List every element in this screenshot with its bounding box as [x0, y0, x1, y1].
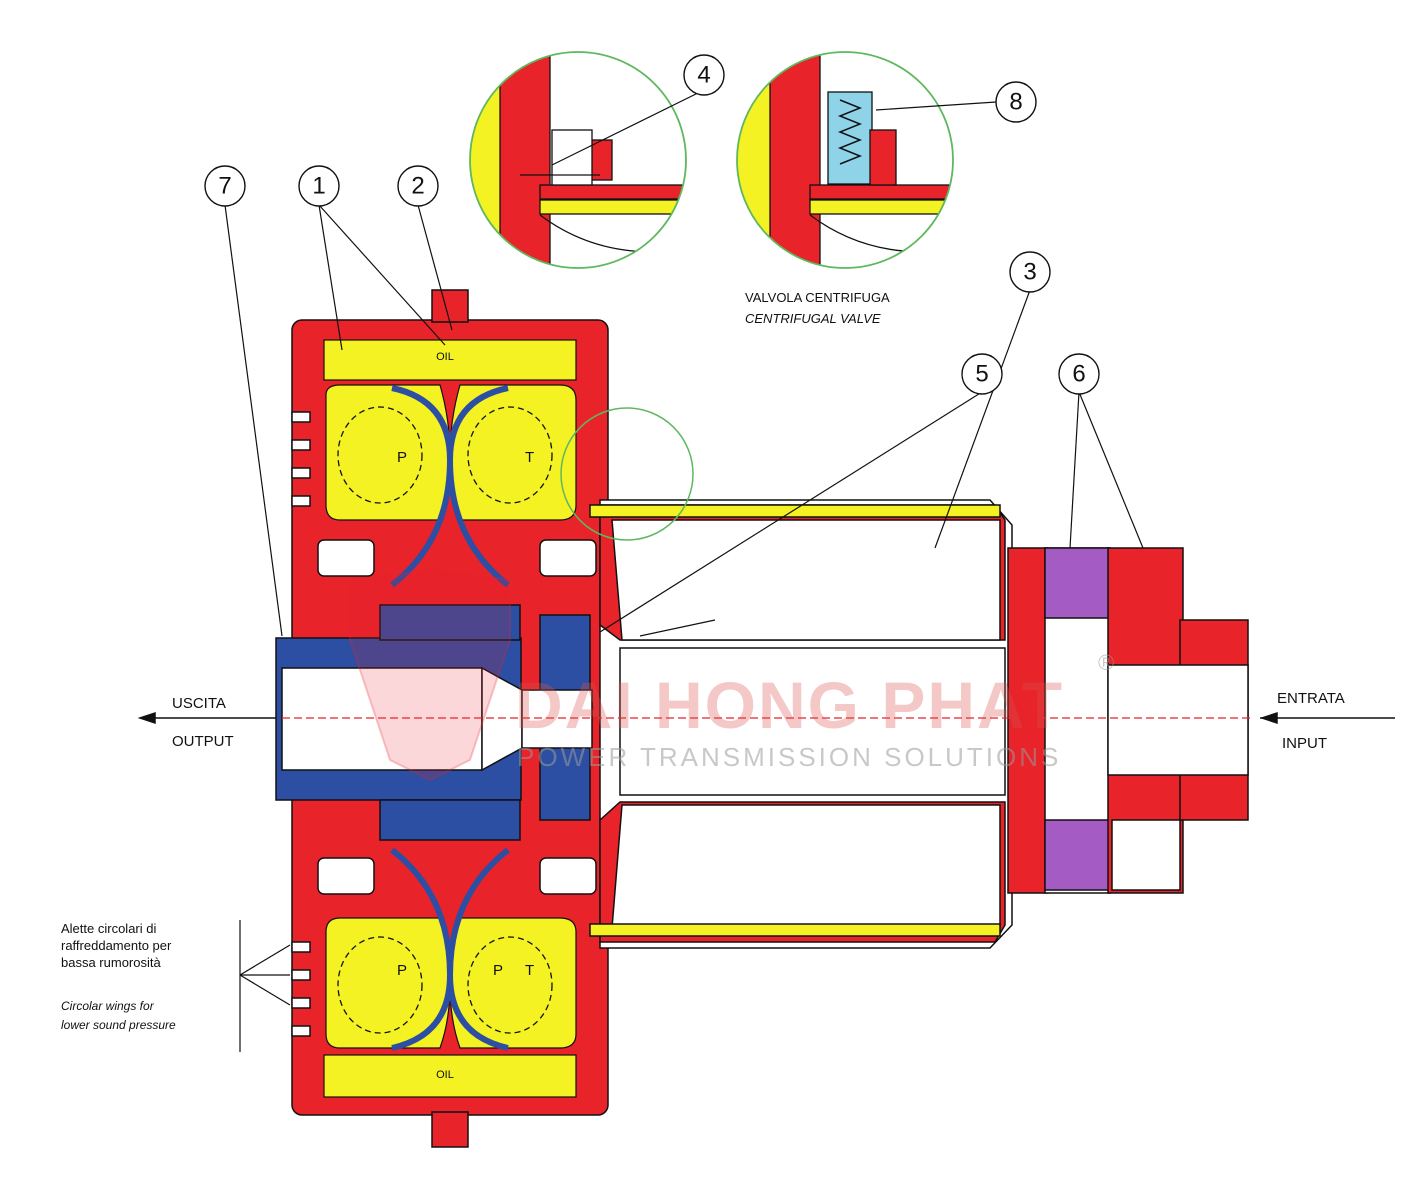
input-bell-housing: [589, 499, 1013, 949]
svg-text:8: 8: [1009, 89, 1022, 116]
callout-6: 6: [1058, 353, 1100, 395]
pump-label-bottom: P: [397, 962, 407, 979]
centrifugal-valve-body: [827, 91, 873, 185]
watermark-brand: DAI HONG PHAT: [515, 668, 1064, 742]
turbine-label-top: T: [525, 449, 534, 466]
detail-bubble-4: [469, 51, 687, 269]
svg-text:lower sound pressure: lower sound pressure: [61, 1018, 176, 1032]
svg-text:bassa rumorosità: bassa rumorosità: [61, 955, 161, 970]
turbine-label-bottom: T: [525, 962, 534, 979]
cooling-wings-note: Alette circolari di raffreddamento per b…: [61, 921, 176, 1032]
svg-text:4: 4: [697, 62, 710, 89]
svg-text:2: 2: [411, 173, 424, 200]
watermark-tagline: POWER TRANSMISSION SOLUTIONS: [517, 742, 1061, 772]
callout-7: 7: [204, 165, 246, 207]
callout-8: 8: [995, 81, 1037, 123]
svg-text:Circolar wings for: Circolar wings for: [61, 999, 155, 1013]
output-label-en: OUTPUT: [172, 733, 234, 750]
input-hub: [1007, 547, 1249, 894]
callouts: 1 2 3 4 5 6 7 8: [204, 54, 1100, 395]
fill-plug-top: [431, 289, 469, 323]
svg-text:3: 3: [1023, 259, 1036, 286]
callout-5: 5: [961, 353, 1003, 395]
valve-detail-marker: [560, 407, 694, 541]
oil-label-top: OIL: [436, 351, 454, 363]
output-label-it: USCITA: [172, 695, 226, 712]
flow-arrows: [337, 406, 553, 1034]
pump-turbine-labels: P T P P T OIL OIL: [397, 351, 534, 1081]
callout-3: 3: [1009, 251, 1051, 293]
io-arrows: [137, 711, 1395, 725]
svg-text:5: 5: [975, 361, 988, 388]
watermark-registered: ®: [1098, 650, 1117, 675]
fill-plug-bottom: [431, 1111, 469, 1148]
watermark: DAI HONG PHAT POWER TRANSMISSION SOLUTIO…: [349, 568, 1117, 782]
detail-bubble-8: [736, 51, 954, 269]
callout-4: 4: [683, 54, 725, 96]
svg-text:7: 7: [218, 173, 231, 200]
oil-reservoirs: [323, 339, 577, 1098]
input-label-en: INPUT: [1282, 735, 1327, 752]
valve-label-it: VALVOLA CENTRIFUGA: [745, 290, 890, 305]
pump-label-bottom-2: P: [493, 962, 503, 979]
input-label-it: ENTRATA: [1277, 690, 1345, 707]
oil-chamber-bottom: [323, 1054, 577, 1098]
oil-label-bottom: OIL: [436, 1069, 454, 1081]
coupling-element-bottom: [1044, 819, 1111, 891]
valve-label-en: CENTRIFUGAL VALVE: [745, 311, 881, 326]
pump-label-top: P: [397, 449, 407, 466]
svg-text:Alette circolari di: Alette circolari di: [61, 921, 156, 936]
coupling-element-top: [1044, 547, 1111, 619]
watermark-logo: [349, 568, 511, 782]
callout-1: 1: [298, 165, 340, 207]
svg-text:raffreddamento per: raffreddamento per: [61, 938, 172, 953]
oil-chamber-top: [323, 339, 577, 381]
svg-text:1: 1: [312, 173, 325, 200]
leader-lines: [224, 89, 1144, 1052]
impeller-blades: [390, 385, 510, 1051]
callout-2: 2: [397, 165, 439, 207]
svg-text:6: 6: [1072, 361, 1085, 388]
